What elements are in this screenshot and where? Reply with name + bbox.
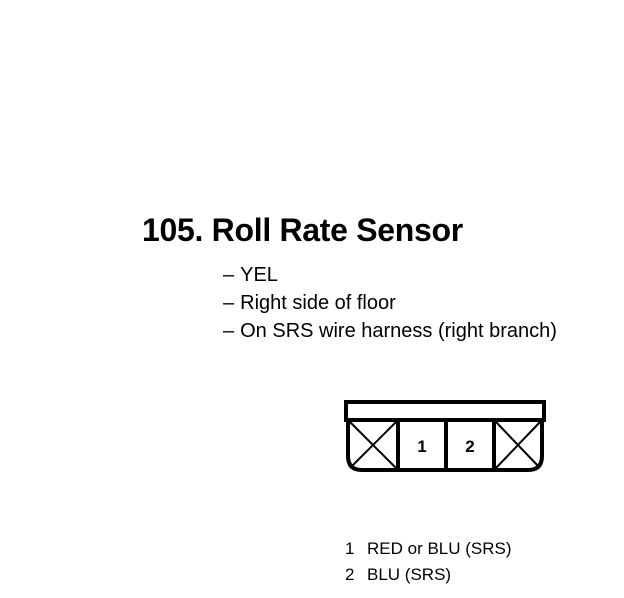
connector-diagram: 1 2: [344, 400, 546, 472]
note-dash: –: [223, 292, 235, 314]
pin-row: 1 RED or BLU (SRS): [345, 536, 512, 562]
pin-number: 2: [345, 565, 355, 584]
note-item: –Right side of floor: [223, 289, 557, 317]
pin-number: 1: [345, 539, 355, 558]
pin-description: RED or BLU (SRS): [367, 539, 512, 558]
pin-row: 2 BLU (SRS): [345, 562, 512, 588]
note-text: On SRS wire harness (right branch): [240, 320, 557, 342]
note-text: Right side of floor: [240, 292, 396, 314]
empty-cavity-right: [495, 421, 541, 469]
note-dash: –: [223, 320, 235, 342]
pin-list: 1 RED or BLU (SRS) 2 BLU (SRS): [345, 536, 512, 588]
note-item: –YEL: [223, 261, 557, 289]
note-item: –On SRS wire harness (right branch): [223, 317, 557, 345]
page-title: 105. Roll Rate Sensor: [142, 212, 463, 248]
pin-description: BLU (SRS): [367, 565, 452, 584]
pin-label-2: 2: [465, 437, 474, 456]
empty-cavity-left: [349, 421, 397, 469]
note-text: YEL: [240, 264, 278, 286]
connector-notes: –YEL –Right side of floor –On SRS wire h…: [223, 261, 557, 345]
pin-label-1: 1: [417, 437, 426, 456]
note-dash: –: [223, 264, 235, 286]
connector-latch-rail: [344, 400, 546, 422]
